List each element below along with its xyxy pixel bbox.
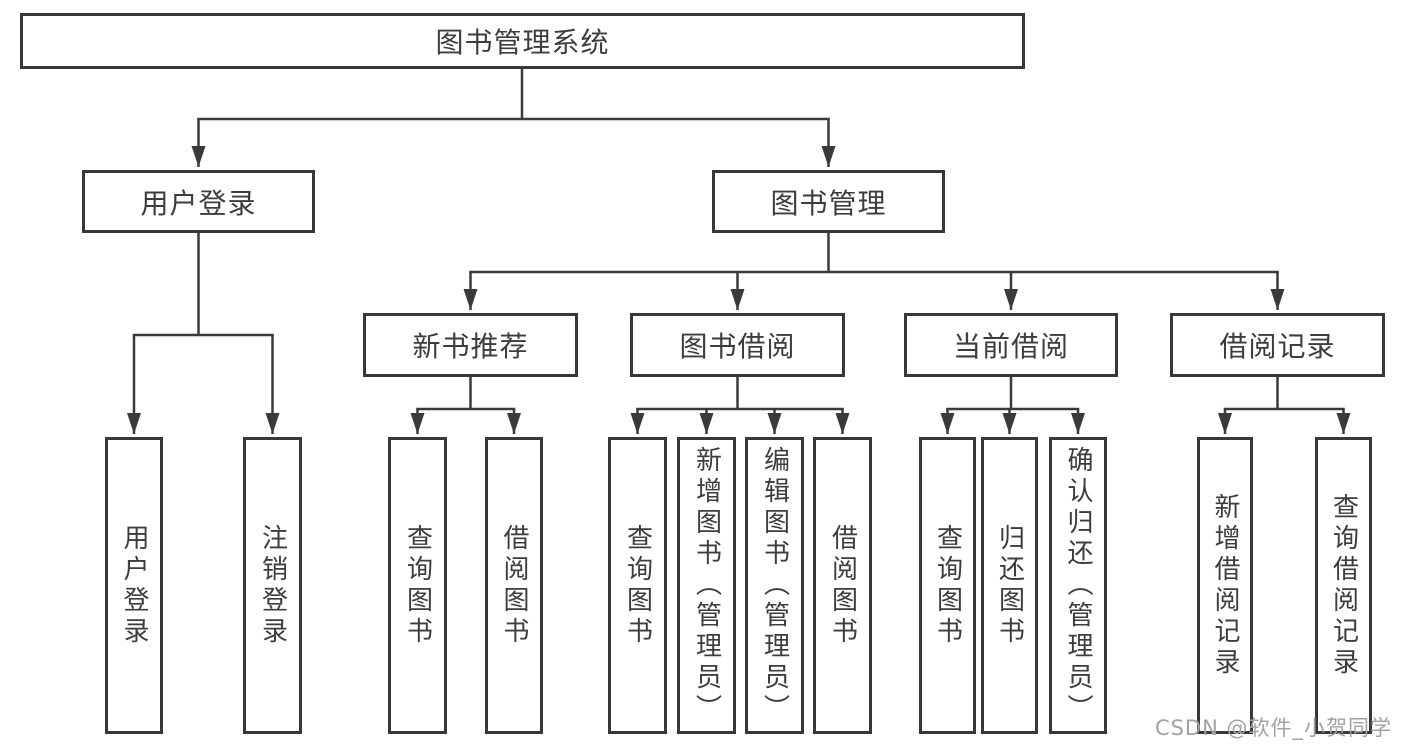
node-book-management: 图书管理: [712, 170, 945, 233]
leaf-query-books-borrow: 查询图书: [608, 437, 667, 734]
node-label: 新增图书（管理员）: [691, 446, 722, 725]
node-label: 借阅图书: [827, 523, 858, 648]
leaf-confirm-return-admin: 确认归还（管理员）: [1049, 437, 1107, 734]
node-label: 借阅图书: [499, 523, 529, 648]
node-label: 查询图书: [932, 523, 963, 648]
leaf-add-books-admin: 新增图书（管理员）: [677, 437, 736, 734]
node-label: 查询图书: [402, 523, 433, 648]
leaf-add-borrow-record: 新增借阅记录: [1197, 437, 1253, 734]
leaf-borrow-books-borrow: 借阅图书: [813, 437, 872, 734]
leaf-return-books: 归还图书: [981, 437, 1038, 734]
root-node-library-system: 图书管理系统: [20, 13, 1025, 69]
node-user-login: 用户登录: [82, 170, 315, 233]
leaf-edit-books-admin: 编辑图书（管理员）: [745, 437, 804, 734]
node-label: 确认归还（管理员）: [1063, 446, 1093, 725]
node-label: 注销登录: [257, 523, 288, 648]
node-label: 查询借阅记录: [1328, 492, 1359, 679]
node-label: 用户登录: [119, 523, 149, 648]
node-new-book-recommendation: 新书推荐: [363, 313, 578, 377]
node-label: 新增借阅记录: [1210, 492, 1240, 679]
node-label: 查询图书: [622, 523, 653, 648]
leaf-user-login: 用户登录: [105, 437, 163, 734]
leaf-query-books-current: 查询图书: [919, 437, 976, 734]
node-label: 归还图书: [994, 523, 1025, 648]
leaf-borrow-books-recommend: 借阅图书: [485, 437, 543, 734]
node-current-borrowing: 当前借阅: [904, 313, 1118, 377]
leaf-query-borrow-record: 查询借阅记录: [1315, 437, 1372, 734]
leaf-logout: 注销登录: [243, 437, 302, 734]
node-book-borrowing: 图书借阅: [630, 313, 845, 377]
leaf-query-books-recommend: 查询图书: [388, 437, 447, 734]
csdn-watermark: CSDN @软件_小贺同学: [1154, 716, 1392, 740]
node-borrowing-records: 借阅记录: [1170, 313, 1385, 377]
node-label: 编辑图书（管理员）: [759, 446, 790, 725]
